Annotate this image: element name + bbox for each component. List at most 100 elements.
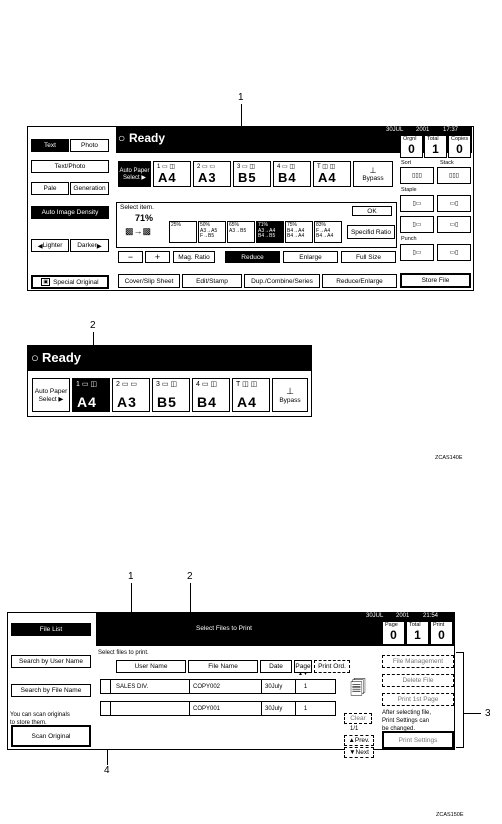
scan-note-line2: to store them.: [10, 720, 47, 726]
tab-dup-combine-series[interactable]: Dup./Combine/Series: [244, 274, 320, 288]
minus-button[interactable]: −: [118, 251, 143, 263]
row-user-name: SALES DIV.: [116, 683, 149, 690]
bypass-icon: ⊥: [369, 166, 377, 175]
callout-line: [131, 583, 132, 613]
callout-1: 1: [238, 92, 244, 103]
row-select-box: [101, 702, 111, 715]
document-server-screen: Select Files to Print 30JUL 2001 21:54 P…: [7, 612, 455, 758]
status-text: Ready: [129, 131, 166, 145]
settings-note-line3: be changed.: [382, 726, 416, 732]
table-row[interactable]: SALES DIV. COPY002 30July 1: [100, 679, 336, 694]
search-by-file-name-button[interactable]: Search by File Name: [11, 684, 91, 697]
column-user-name[interactable]: User Name: [116, 660, 186, 673]
paper-tray-2-button[interactable]: 2 ▭ ▭A3: [112, 378, 150, 412]
row-page: 1: [295, 680, 315, 693]
callout-line: [190, 583, 191, 627]
table-row[interactable]: COPY001 30July 1: [100, 701, 336, 716]
bypass-button[interactable]: ⊥Bypass: [353, 161, 393, 187]
bypass-icon: ⊥: [286, 386, 294, 396]
stack-icon[interactable]: ▯▯▯: [437, 167, 471, 184]
column-date[interactable]: Date: [260, 660, 292, 673]
darker-button[interactable]: Darker▶: [70, 239, 109, 252]
prev-button[interactable]: ▲Prev.: [344, 735, 374, 746]
print-settings-button[interactable]: Print Settings: [382, 731, 454, 749]
scan-original-button[interactable]: Scan Original: [11, 725, 91, 747]
punch-top-icon[interactable]: ▭▯: [437, 244, 471, 261]
paper-tray-4-button[interactable]: 4 ▭ ◫B4: [273, 161, 311, 187]
full-size-button[interactable]: Full Size: [341, 251, 396, 263]
generation-button[interactable]: Generation: [70, 182, 109, 195]
photo-mode-button[interactable]: Photo: [70, 139, 109, 152]
mag-ratio-button[interactable]: Mag. Ratio: [173, 251, 215, 263]
file-list-tab[interactable]: File List: [11, 623, 91, 636]
sort-arrows-icon: ▲▼: [298, 671, 308, 677]
sort-icon[interactable]: ▯▯▯: [400, 167, 434, 184]
row-select-box: [101, 680, 111, 693]
scan-note-line1: You can scan originals: [10, 712, 70, 718]
time: 21:54: [423, 613, 439, 619]
special-original-button[interactable]: ▣Special Original: [31, 275, 109, 289]
figure-code: ZCAS150E: [436, 812, 464, 818]
plus-button[interactable]: +: [145, 251, 170, 263]
store-file-button[interactable]: Store File: [400, 273, 471, 288]
row-date: 30July: [261, 680, 295, 693]
lighter-button[interactable]: ◀Lighter: [31, 239, 69, 252]
tab-edit-stamp[interactable]: Edit/Stamp: [182, 274, 242, 288]
ratio-65-button[interactable]: 65%A3→B5: [227, 221, 255, 243]
callout-3: 3: [485, 708, 491, 719]
staple-top-left-icon[interactable]: ▯▭: [400, 195, 434, 212]
auto-image-density-button[interactable]: Auto Image Density: [31, 206, 109, 219]
print-1st-page-button[interactable]: Print 1st Page: [382, 693, 454, 706]
file-management-button[interactable]: File Management: [382, 655, 454, 668]
column-print-order[interactable]: Print Ord.: [314, 660, 350, 673]
punch-left-icon[interactable]: ▯▭: [400, 244, 434, 261]
paper-tray-1-button[interactable]: 1 ▭ ◫A4: [153, 161, 191, 187]
document-stack-icon: 🗐: [339, 676, 377, 704]
paper-tray-t-button[interactable]: T ◫ ◫A4: [313, 161, 351, 187]
staple-right-icon[interactable]: ▭▯: [437, 216, 471, 233]
column-file-name[interactable]: File Name: [188, 660, 258, 673]
staple-top-right-icon[interactable]: ▭▯: [437, 195, 471, 212]
page-indicator: 1/1: [350, 726, 359, 732]
text-mode-button[interactable]: Text: [31, 139, 69, 152]
specified-ratio-button[interactable]: Specifid Ratio: [347, 225, 395, 239]
paper-tray-3-button[interactable]: 3 ▭ ◫B5: [233, 161, 271, 187]
paper-tray-1-button[interactable]: 1 ▭ ◫A4: [72, 378, 110, 412]
row-file-name: COPY002: [189, 680, 261, 693]
paper-tray-2-button[interactable]: 2 ▭ ▭A3: [193, 161, 231, 187]
pale-button[interactable]: Pale: [31, 182, 69, 195]
ok-button[interactable]: OK: [352, 206, 392, 216]
tab-cover-slip-sheet[interactable]: Cover/Slip Sheet: [118, 274, 180, 288]
reduce-button[interactable]: Reduce: [225, 251, 280, 263]
next-button[interactable]: ▼Next: [344, 747, 374, 758]
delete-file-button[interactable]: Delete File: [382, 674, 454, 687]
search-by-user-name-button[interactable]: Search by User Name: [11, 655, 91, 668]
special-original-icon: ▣: [41, 278, 51, 286]
tab-reduce-enlarge[interactable]: Reduce/Enlarge: [322, 274, 397, 288]
ratio-25-button[interactable]: 25%: [169, 221, 197, 243]
callout-bracket: [456, 652, 464, 653]
enlarge-button[interactable]: Enlarge: [283, 251, 338, 263]
paper-tray-t-button[interactable]: T ◫ ◫A4: [232, 378, 270, 412]
text-photo-button[interactable]: Text/Photo: [31, 160, 109, 173]
staple-left-icon[interactable]: ▯▭: [400, 216, 434, 233]
bypass-button[interactable]: ⊥Bypass: [272, 378, 308, 412]
paper-tray-3-button[interactable]: 3 ▭ ◫B5: [152, 378, 190, 412]
clear-button[interactable]: Clear: [344, 713, 372, 724]
column-page[interactable]: Page: [294, 660, 312, 673]
paper-tray-4-button[interactable]: 4 ▭ ◫B4: [192, 378, 230, 412]
